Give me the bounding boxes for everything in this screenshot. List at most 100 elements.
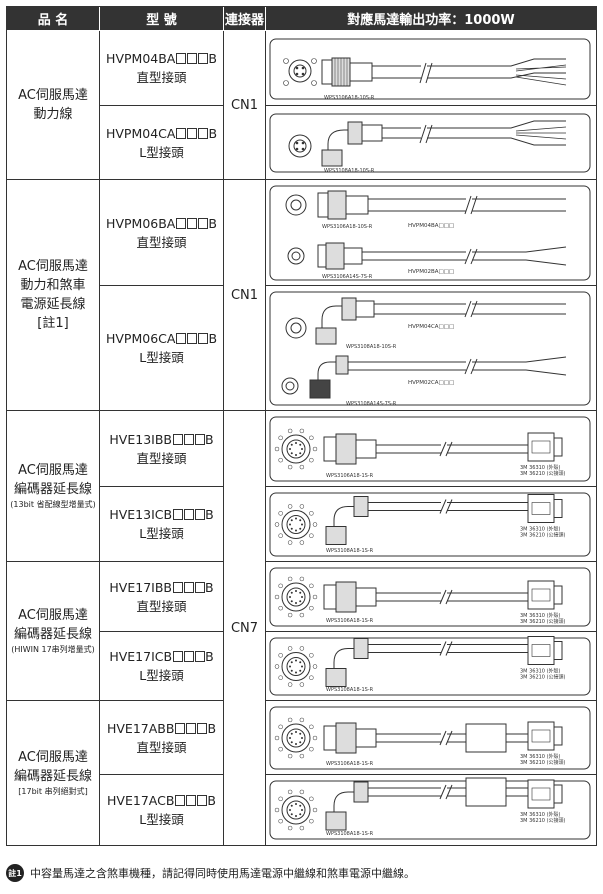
cable-drawing: WPS3106A18-10S-R <box>269 38 591 101</box>
group-name-line: 電源延長線 <box>20 297 86 312</box>
group-name-line: AC伺服馬達 <box>18 88 88 103</box>
part-number: WPS3108A18-10S-R <box>346 344 397 350</box>
group-name-line: AC伺服馬達 <box>18 463 88 478</box>
model-type: L型接頭 <box>139 526 184 541</box>
cable-drawing: WPS3106A18-1S-R 3M 36310 (外殼)3M 36210 (公接… <box>269 416 591 482</box>
header-drawing: 對應馬達輸出功率：1000W <box>266 7 596 31</box>
header-connector: 連接器 <box>224 7 266 31</box>
part-number: WPS3106A14S-7S-R <box>322 274 373 280</box>
drawing-cell: WPS3106A18-1S-R 3M 36310 (外殼)3M 36210 (公接… <box>266 411 596 487</box>
connector-cn1-brake: CN1 <box>224 180 266 411</box>
part-number: WPS3106A18-1S-R <box>326 761 374 767</box>
part-number: WPS3106A18-1S-R <box>326 618 374 624</box>
part-number: WPS3106A18-10S-R <box>322 224 373 230</box>
group-name-power: AC伺服馬達 動力線 <box>7 31 100 180</box>
note-badge: 註1 <box>6 864 24 882</box>
drawing-cell: WPS3108A18-10S-R <box>266 106 596 180</box>
group-name-line: AC伺服馬達 <box>18 608 88 623</box>
cable-drawing: WPS3108A18-1S-R 3M 36310 (外殼)3M 36210 (公接… <box>269 777 591 840</box>
group-name-sub: [17bit 串列絕對式] <box>18 787 88 796</box>
cable-drawing: WPS3108A18-1S-R3M 36310 (外殼)3M 36210 (公接… <box>269 636 591 696</box>
cable-spec-table: 品 名 型 號 連接器 對應馬達輸出功率：1000W AC伺服馬達 動力線 AC… <box>6 6 597 846</box>
shell-spec: 3M 36310 (外殼) <box>520 464 561 471</box>
cable-drawing: WPS3108A18-10S-R HVPM04CA□□□ WPS3108A14S… <box>269 291 591 407</box>
connector-cn1-power: CN1 <box>224 31 266 180</box>
cable-drawing: WPS3108A18-1S-R3M 36310 (外殼)3M 36210 (公接… <box>269 492 591 557</box>
group-name-encoder-13bit: AC伺服馬達 編碼器延長線 (13bit 省配線型增量式) <box>7 411 100 562</box>
shell-spec: 3M 36310 (外殼) <box>520 526 561 533</box>
part-number: WPS3106A18-1S-R <box>326 473 374 479</box>
cable-drawing: WPS3106A18-1S-R3M 36310 (外殼)3M 36210 (公接… <box>269 706 591 770</box>
group-name-line: 動力線 <box>33 107 73 122</box>
plug-spec: 3M 36210 (公接頭) <box>520 618 566 625</box>
part-number: WPS3108A18-10S-R <box>324 168 375 174</box>
model-type: 直型接頭 <box>136 739 187 755</box>
model-tag: HVPM04BA□□□ <box>408 223 454 229</box>
cable-drawing: WPS3106A18-10S-R HVPM04BA□□□ WPS3106A14S… <box>269 185 591 281</box>
cable-drawing: WPS3106A18-1S-R 3M 36310 (外殼)3M 36210 (公接… <box>269 567 591 627</box>
group-name-line: 編碼器延長線 <box>13 482 92 497</box>
plug-spec: 3M 36210 (公接頭) <box>520 470 566 477</box>
drawing-cell: WPS3106A18-10S-R HVPM04BA□□□ WPS3106A14S… <box>266 180 596 286</box>
part-number: WPS3108A14S-7S-R <box>346 401 397 407</box>
connector-cn7: CN7 <box>224 411 266 845</box>
model-type: 直型接頭 <box>136 70 187 85</box>
shell-spec: 3M 36310 (外殼) <box>520 612 561 619</box>
model-tag: HVPM02BA□□□ <box>408 269 454 275</box>
plug-spec: 3M 36210 (公接頭) <box>520 532 566 539</box>
drawing-cell: WPS3106A18-1S-R 3M 36310 (外殼)3M 36210 (公接… <box>266 562 596 632</box>
model-type: L型接頭 <box>139 144 184 160</box>
note-text: 中容量馬達之含煞車機種，請記得同時使用馬達電源中繼線和煞車電源中繼線。 <box>30 867 415 880</box>
group-name-encoder-hiwin17: AC伺服馬達 編碼器延長線 (HIWIN 17串列增量式) <box>7 562 100 701</box>
group-name-line: 編碼器延長線 <box>13 627 92 642</box>
group-name-encoder-17bit-abs: AC伺服馬達 編碼器延長線 [17bit 串列絕對式] <box>7 701 100 845</box>
model-tag: HVPM02CA□□□ <box>408 380 454 386</box>
drawing-cell: WPS3108A18-1S-R 3M 36310 (外殼)3M 36210 (公接… <box>266 775 596 845</box>
cable-drawing: WPS3108A18-10S-R <box>269 113 591 174</box>
drawing-cell: WPS3108A18-10S-R HVPM04CA□□□ WPS3108A14S… <box>266 286 596 411</box>
header-name: 品 名 <box>7 7 100 31</box>
group-name-sub: (13bit 省配線型增量式) <box>10 500 96 509</box>
plug-spec: 3M 36210 (公接頭) <box>520 817 566 824</box>
model-type: L型接頭 <box>139 668 184 683</box>
plug-spec: 3M 36210 (公接頭) <box>520 674 566 681</box>
group-name-sub: (HIWIN 17串列增量式) <box>11 645 95 654</box>
part-number: WPS3106A18-10S-R <box>324 95 375 101</box>
group-name-line: 編碼器延長線 <box>13 769 92 784</box>
drawing-cell: WPS3106A18-10S-R <box>266 31 596 106</box>
model-type: L型接頭 <box>139 812 184 827</box>
group-name-power-brake: AC伺服馬達 動力和煞車 電源延長線 [註1] <box>7 180 100 411</box>
group-name-line: 動力和煞車 <box>20 278 86 293</box>
shell-spec: 3M 36310 (外殼) <box>520 811 561 818</box>
model-type: 直型接頭 <box>136 234 187 250</box>
model-type: L型接頭 <box>139 350 184 365</box>
group-name-line: AC伺服馬達 <box>18 259 88 274</box>
part-number: WPS3108A18-1S-R <box>326 831 374 837</box>
group-name-line: AC伺服馬達 <box>18 750 88 765</box>
group-name-line: [註1] <box>37 316 69 331</box>
footnote: 註1 中容量馬達之含煞車機種，請記得同時使用馬達電源中繼線和煞車電源中繼線。 <box>6 864 415 882</box>
plug-spec: 3M 36210 (公接頭) <box>520 759 566 766</box>
header-model: 型 號 <box>100 7 224 31</box>
